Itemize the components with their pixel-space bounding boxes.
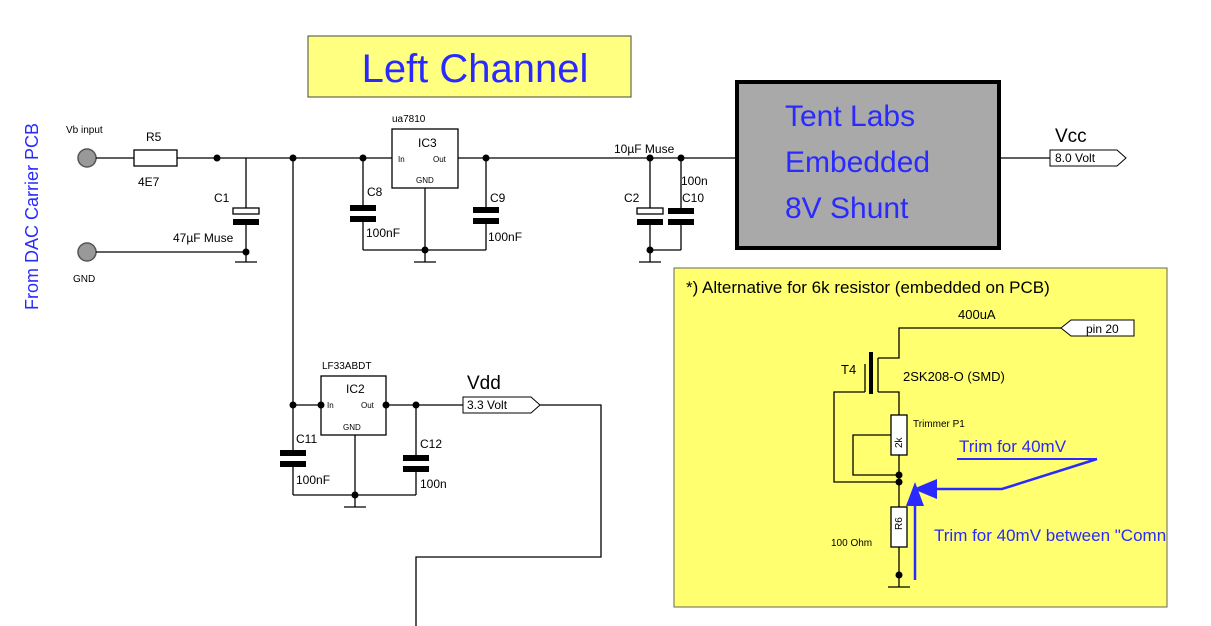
vcc-flag	[1049, 149, 1127, 167]
p1-value: 2k	[894, 436, 905, 448]
shunt-box	[735, 80, 1001, 250]
c1-capacitor	[232, 207, 260, 215]
c10-name: C10	[682, 191, 704, 205]
t4-name: T4	[841, 362, 856, 377]
ic3-in: In	[398, 155, 405, 164]
vb-input-terminal	[77, 148, 97, 168]
alt-title: *) Alternative for 6k resistor (embedded…	[686, 278, 1050, 297]
ic2-part: LF33ABDT	[322, 361, 371, 372]
ic2-name: IC2	[346, 382, 365, 396]
c11-value: 100nF	[296, 473, 330, 487]
r6-name: R6	[894, 517, 905, 530]
pin20-flag	[1060, 319, 1135, 337]
vdd-flag	[462, 396, 541, 414]
shunt-line1: Tent Labs	[785, 100, 915, 133]
page-title: Left Channel	[362, 47, 589, 91]
c9-value: 100nF	[488, 230, 522, 244]
vcc-value: 8.0 Volt	[1055, 151, 1096, 165]
c2-capacitor	[636, 207, 664, 215]
alt-box	[673, 267, 1168, 608]
ic3-part: ua7810	[392, 114, 426, 125]
ic2-out: Out	[361, 401, 375, 410]
c2-name: C2	[624, 191, 640, 205]
ic3-out: Out	[433, 155, 447, 164]
vcc-name: Vcc	[1055, 126, 1087, 147]
pin20-label: pin 20	[1086, 322, 1119, 336]
c9-name: C9	[490, 191, 506, 205]
c1-value: 47µF Muse	[173, 231, 234, 245]
p1-trimmer	[890, 414, 908, 456]
gnd-input-label: GND	[73, 274, 95, 285]
c11-name: C11	[296, 432, 317, 446]
gnd-input-terminal	[77, 242, 97, 262]
shunt-line2: Embedded	[785, 146, 930, 179]
vb-input-label: Vb input	[66, 125, 103, 136]
c12-name: C12	[420, 437, 442, 451]
ic2-in: In	[327, 401, 334, 410]
trim-note-2: Trim for 40mV between "Comn	[934, 526, 1166, 545]
alt-current: 400uA	[958, 307, 996, 322]
trim-note-1: Trim for 40mV	[959, 437, 1067, 456]
c8-name: C8	[367, 185, 383, 199]
ic2-gnd: GND	[343, 423, 361, 432]
r5-resistor	[133, 149, 178, 167]
side-label: From DAC Carrier PCB	[22, 123, 42, 310]
trim-arrow-left	[913, 479, 937, 499]
c8-value: 100nF	[366, 226, 400, 240]
ic3-gnd: GND	[416, 176, 434, 185]
vdd-value: 3.3 Volt	[467, 398, 508, 412]
r5-name: R5	[146, 130, 162, 144]
t4-part: 2SK208-O (SMD)	[903, 369, 1005, 384]
title-box	[307, 35, 632, 98]
p1-name: Trimmer P1	[913, 419, 965, 430]
c12-value: 100n	[420, 477, 447, 491]
vdd-name: Vdd	[467, 373, 501, 394]
shunt-line3: 8V Shunt	[785, 192, 909, 225]
trim-arrow-up	[906, 482, 924, 506]
r5-value: 4E7	[138, 175, 160, 189]
c10-value: 100n	[681, 174, 708, 188]
r6-value: 100 Ohm	[831, 538, 872, 549]
ic3-name: IC3	[418, 136, 437, 150]
c1-name: C1	[214, 191, 230, 205]
c2-value: 10µF Muse	[614, 142, 675, 156]
